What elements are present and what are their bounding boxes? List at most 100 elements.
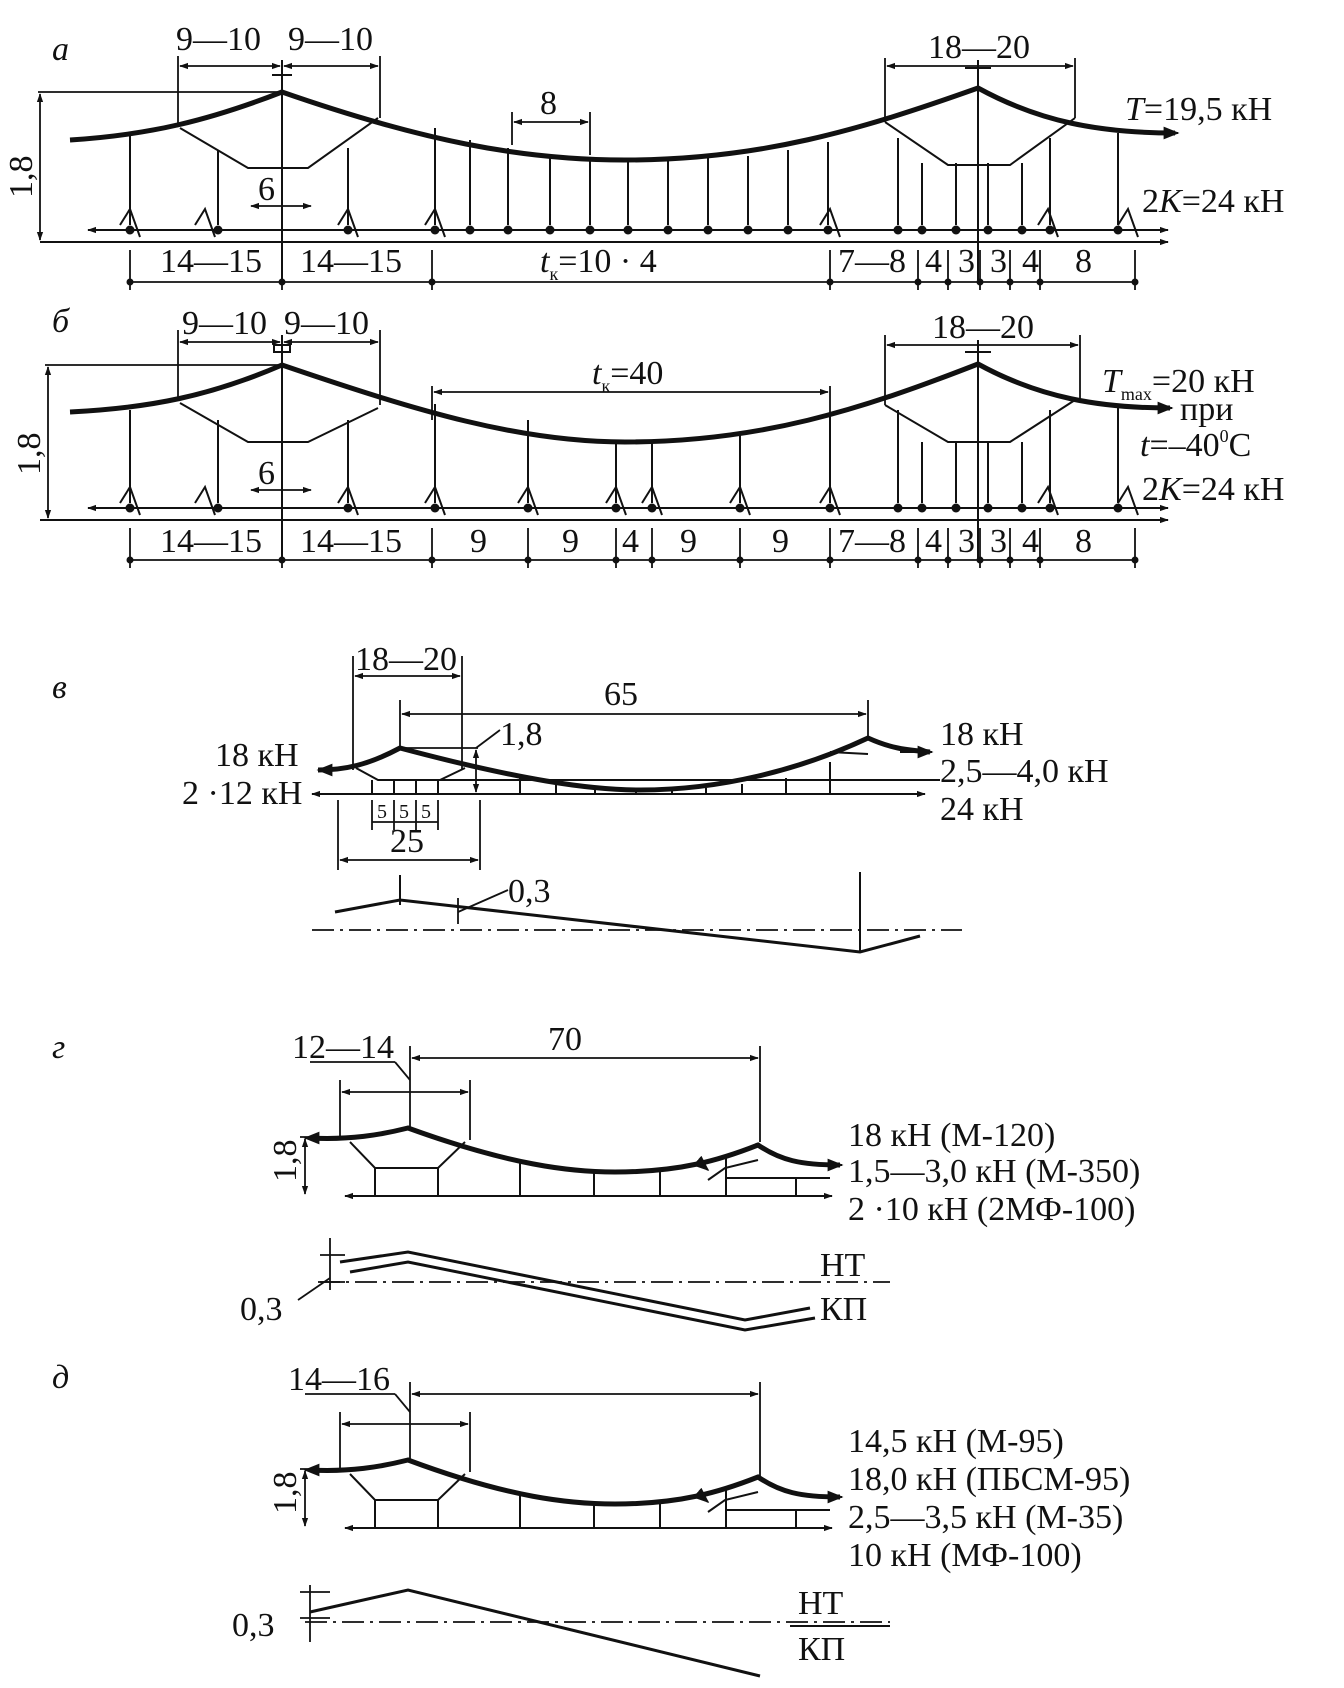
panel-g-right-3: 2 ·10 кН (2МФ-100) [848, 1191, 1136, 1228]
tick-dot [612, 556, 620, 564]
panel-a-span-left-1: 9—10 [176, 21, 261, 58]
panel-a-sag: 1,8 [3, 156, 40, 199]
clamp [611, 503, 621, 513]
clamp [503, 225, 513, 235]
panel-d-zigzag [309, 1588, 761, 1678]
clamp [125, 225, 135, 235]
tick-dot [1006, 278, 1014, 286]
panel-a-dropper-step: 8 [540, 85, 557, 122]
panel-a-droppers [119, 128, 1139, 238]
panel-v-small-2: 5 [399, 801, 409, 823]
clamp [951, 225, 961, 235]
panel-a-bottom-3: 7—8 [838, 243, 906, 280]
clamp [917, 225, 927, 235]
panel-v-small-3: 5 [421, 801, 431, 823]
tick-dot [1036, 556, 1044, 564]
clamp [983, 503, 993, 513]
panel-d-right-aux-arrow [692, 1487, 710, 1504]
v-clamp [517, 484, 539, 516]
panel-b-bottom-label: 14—15 [160, 523, 262, 560]
panel-g-kp: КП [820, 1291, 867, 1328]
panel-b-bottom-label: 4 [925, 523, 942, 560]
tick-dot [428, 556, 436, 564]
panel-v-small-1: 5 [377, 801, 387, 823]
panel-g-span-top: 12—14 [292, 1029, 394, 1066]
panel-v-zigzag [334, 898, 921, 954]
panel-v-right-2: 2,5—4,0 кН [940, 753, 1109, 790]
panel-v-left-top: 18 кН [215, 737, 299, 774]
panel-b-k: 2K=24 кН [1142, 471, 1284, 508]
panel-v-left-bottom: 2 ·12 кН [182, 775, 302, 812]
panel-a-messenger [69, 85, 1176, 163]
panel-v-offset: 0,3 [508, 873, 551, 910]
panel-b-contact-wires [40, 504, 1169, 524]
panel-b-span-left-1: 9—10 [182, 305, 267, 342]
clamp [623, 225, 633, 235]
panel-a-center: 6 [258, 171, 275, 208]
tick-dot [1131, 556, 1139, 564]
panel-v-span-top: 18—20 [355, 641, 457, 678]
v-clamp [1117, 484, 1139, 516]
panel-b-bottom-label: 4 [1022, 523, 1039, 560]
tick-dot [648, 556, 656, 564]
panel-g-sag: 1,8 [267, 1140, 304, 1183]
tick-dot [278, 556, 286, 564]
panel-a-bottom-5: 3 [958, 243, 975, 280]
clamp [893, 225, 903, 235]
panel-g-right-2: 1,5—3,0 кН (М-350) [848, 1153, 1140, 1190]
panel-g-nt: НТ [820, 1247, 866, 1284]
panel-g-zigzag-kp [349, 1260, 816, 1332]
panel-b-bottom-ticks [126, 528, 1139, 568]
panel-b-messenger [69, 361, 1171, 445]
clamp [983, 225, 993, 235]
panel-g-letter: г [52, 1029, 65, 1066]
panel-a-span-left-2: 9—10 [288, 21, 373, 58]
panel-g: г 70 12—14 1,8 18 кН (М-120) 1,5—3,0 кН … [52, 1021, 1140, 1332]
panel-a-k: 2K=24 кН [1142, 183, 1284, 220]
panel-b-bottom-label: 9 [470, 523, 487, 560]
panel-g-zigzag-nt [339, 1250, 811, 1322]
tick-dot [976, 278, 984, 286]
v-clamp [819, 484, 841, 516]
panel-v-sag: 1,8 [500, 716, 543, 753]
panel-v-messenger [317, 735, 931, 793]
clamp [735, 503, 745, 513]
clamp [703, 225, 713, 235]
panel-v-letter: в [52, 669, 67, 706]
tick-dot [126, 556, 134, 564]
panel-g-dim-top-leader [394, 1061, 411, 1081]
panel-d-nt: НТ [798, 1585, 844, 1622]
panel-a-bottom-4: 4 [925, 243, 942, 280]
tick-dot [914, 278, 922, 286]
clamp [343, 503, 353, 513]
panel-b: б 9—10 9—10 18—20 tк=40 6 [11, 303, 1284, 568]
panel-v-bottom-span: 25 [390, 823, 424, 860]
clamp [430, 503, 440, 513]
panel-a: а 9—10 9—10 18—20 8 [3, 21, 1284, 290]
v-clamp [1037, 206, 1059, 238]
panel-d-letter: д [52, 1359, 69, 1396]
panel-g-right-aux-arrow [692, 1155, 710, 1172]
panel-b-span-left-2: 9—10 [284, 305, 369, 342]
panel-b-tension: Tmax=20 кН [1102, 363, 1255, 404]
panel-d-span-top: 14—16 [288, 1361, 390, 1398]
clamp [1017, 503, 1027, 513]
panel-g-left-aux-wire [349, 1141, 466, 1169]
clamp [825, 503, 835, 513]
panel-b-right-aux-wire [884, 399, 1076, 443]
panel-d-sag: 1,8 [267, 1472, 304, 1515]
clamp [951, 503, 961, 513]
panel-d-offset: 0,3 [232, 1607, 275, 1644]
tick-dot [944, 278, 952, 286]
panel-g-droppers [374, 1158, 797, 1196]
panel-g-offset-leader [297, 1277, 331, 1301]
panel-b-left-aux-wire [179, 402, 379, 443]
v-clamp [119, 206, 141, 238]
panel-b-insulator-left [273, 344, 291, 353]
panel-d-right-3: 2,5—3,5 кН (М-35) [848, 1499, 1123, 1536]
panel-b-bottom-label: 3 [958, 523, 975, 560]
tick-dot [1036, 278, 1044, 286]
tick-dot [976, 556, 984, 564]
tick-dot [1006, 556, 1014, 564]
panel-b-bottom-label: 9 [562, 523, 579, 560]
